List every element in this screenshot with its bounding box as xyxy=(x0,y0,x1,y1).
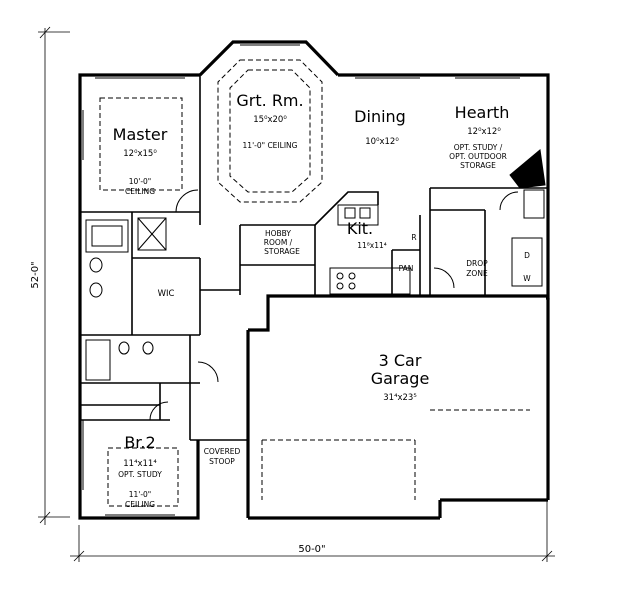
bedroom2-note: OPT. STUDY xyxy=(118,470,162,479)
bedroom2-note-3: CEILING xyxy=(125,500,155,509)
fireplace-icon xyxy=(509,149,546,189)
refrigerator-label: R xyxy=(411,233,416,242)
fixtures xyxy=(85,149,546,500)
stoop-line-2: STOOP xyxy=(209,457,235,466)
pantry-label: PAN xyxy=(399,264,414,273)
bedroom2-note-2: 11'-0" xyxy=(129,490,152,499)
master-size: 12⁰x15⁰ xyxy=(123,149,157,159)
hearth-name: Hearth xyxy=(455,103,510,122)
hearth-note-2: OPT. OUTDOOR xyxy=(449,152,507,161)
hearth-note-1: OPT. STUDY / xyxy=(454,143,503,152)
overall-width-label: 50-0" xyxy=(298,544,325,555)
dryer-label: D xyxy=(524,251,530,260)
washer-label: W xyxy=(523,274,531,283)
stoop-line-1: COVERED xyxy=(204,447,241,456)
dimension-lines xyxy=(38,26,555,562)
garage-line-2: Garage xyxy=(371,369,430,388)
drop-zone-line-1: DROP xyxy=(466,259,488,268)
bedroom2-name: Br.2 xyxy=(124,433,155,452)
exterior-walls xyxy=(78,40,550,520)
garage-size: 31⁴x23⁵ xyxy=(383,393,416,403)
ceiling-outline xyxy=(99,59,323,507)
bedroom2-size: 11⁴x11⁴ xyxy=(123,459,157,469)
master-name: Master xyxy=(113,125,168,144)
drop-zone-line-2: ZONE xyxy=(466,269,488,278)
hobby-line-1: HOBBY xyxy=(265,229,291,238)
hearth-size: 12⁰x12⁰ xyxy=(467,127,501,137)
wic-label: WIC xyxy=(158,289,175,299)
great-room-name: Grt. Rm. xyxy=(236,91,303,110)
great-room-note: 11'-0" CEILING xyxy=(243,141,298,150)
hobby-line-3: STORAGE xyxy=(264,247,300,256)
garage-line-1: 3 Car xyxy=(379,351,422,370)
dining-size: 10⁰x12⁰ xyxy=(365,137,399,147)
master-note-1: 10'-0" xyxy=(129,177,152,186)
windows xyxy=(82,44,520,516)
kitchen-size: 11⁸x11⁴ xyxy=(357,241,387,250)
dining-name: Dining xyxy=(354,107,406,126)
overall-depth-label: 52-0" xyxy=(30,261,41,288)
master-note-2: CEILING xyxy=(125,187,155,196)
great-room-size: 15⁰x20⁰ xyxy=(253,115,287,125)
hobby-line-2: ROOM / xyxy=(264,238,293,247)
room-labels: Grt. Rm. 15⁰x20⁰ 11'-0" CEILING Dining 1… xyxy=(113,91,532,509)
kitchen-name: Kit. xyxy=(347,219,373,238)
hearth-note-3: STORAGE xyxy=(460,161,496,170)
